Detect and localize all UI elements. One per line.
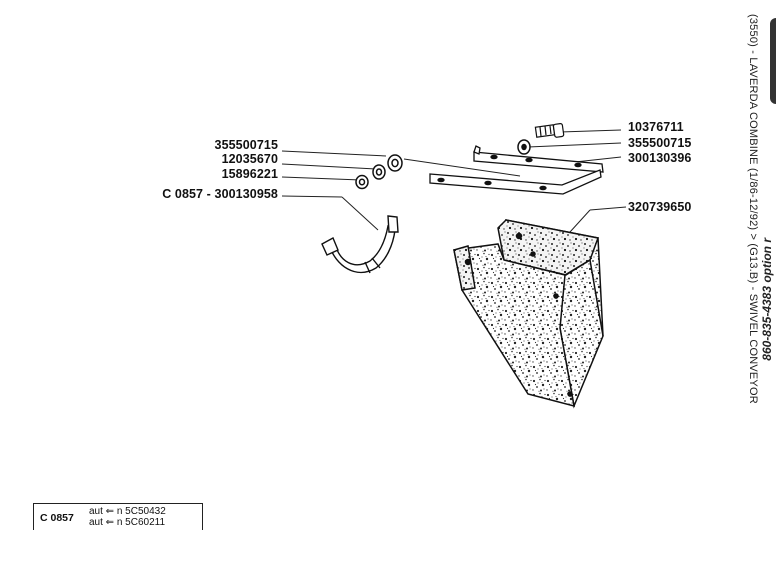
part-label-12035670: 12035670 bbox=[221, 152, 278, 166]
part-label-355500715-left: 355500715 bbox=[214, 138, 278, 152]
leader-300130396 bbox=[574, 156, 622, 163]
leader-355500715-right bbox=[527, 142, 622, 148]
leader-centerline bbox=[403, 158, 521, 177]
hopper-cover-part bbox=[453, 219, 604, 409]
leader-320739650-a bbox=[589, 206, 627, 211]
leader-lines bbox=[281, 129, 627, 233]
info-box-code: C 0857 bbox=[40, 512, 74, 524]
washer-right-part bbox=[517, 139, 531, 155]
part-label-300130396: 300130396 bbox=[628, 151, 692, 165]
leader-300130958-b bbox=[341, 196, 379, 231]
bracket-bar-upper bbox=[473, 145, 604, 173]
part-label-320739650: 320739650 bbox=[628, 200, 692, 214]
leader-300130958-a bbox=[281, 195, 343, 198]
curved-strap-part bbox=[321, 215, 399, 274]
leader-12035670 bbox=[281, 163, 377, 170]
part-label-15896221: 15896221 bbox=[221, 167, 278, 181]
page-tab-edge bbox=[770, 18, 776, 104]
serial-info-box: C 0857 aut ⇐ n 5C50432 aut ⇐ n 5C60211 bbox=[33, 503, 203, 530]
info-line-1: aut ⇐ n 5C50432 bbox=[89, 506, 166, 517]
page-side-title: (3550) - LAVERDA COMBINE (1/86-12/92) > … bbox=[747, 14, 759, 404]
leader-15896221 bbox=[281, 176, 362, 181]
info-box-lines: aut ⇐ n 5C50432 aut ⇐ n 5C60211 bbox=[89, 506, 166, 528]
info-line-2: aut ⇐ n 5C60211 bbox=[89, 517, 166, 528]
part-label-10376711: 10376711 bbox=[628, 120, 684, 134]
part-label-355500715-right: 355500715 bbox=[628, 136, 692, 150]
part-label-300130958: C 0857 - 300130958 bbox=[162, 187, 278, 201]
leader-355500715-left bbox=[281, 150, 387, 157]
washer-stack-left bbox=[355, 154, 403, 190]
bolt-part bbox=[534, 123, 565, 138]
leader-10376711 bbox=[559, 129, 622, 133]
leader-320739650-b bbox=[569, 209, 591, 233]
bracket-bar-lower bbox=[429, 169, 602, 195]
